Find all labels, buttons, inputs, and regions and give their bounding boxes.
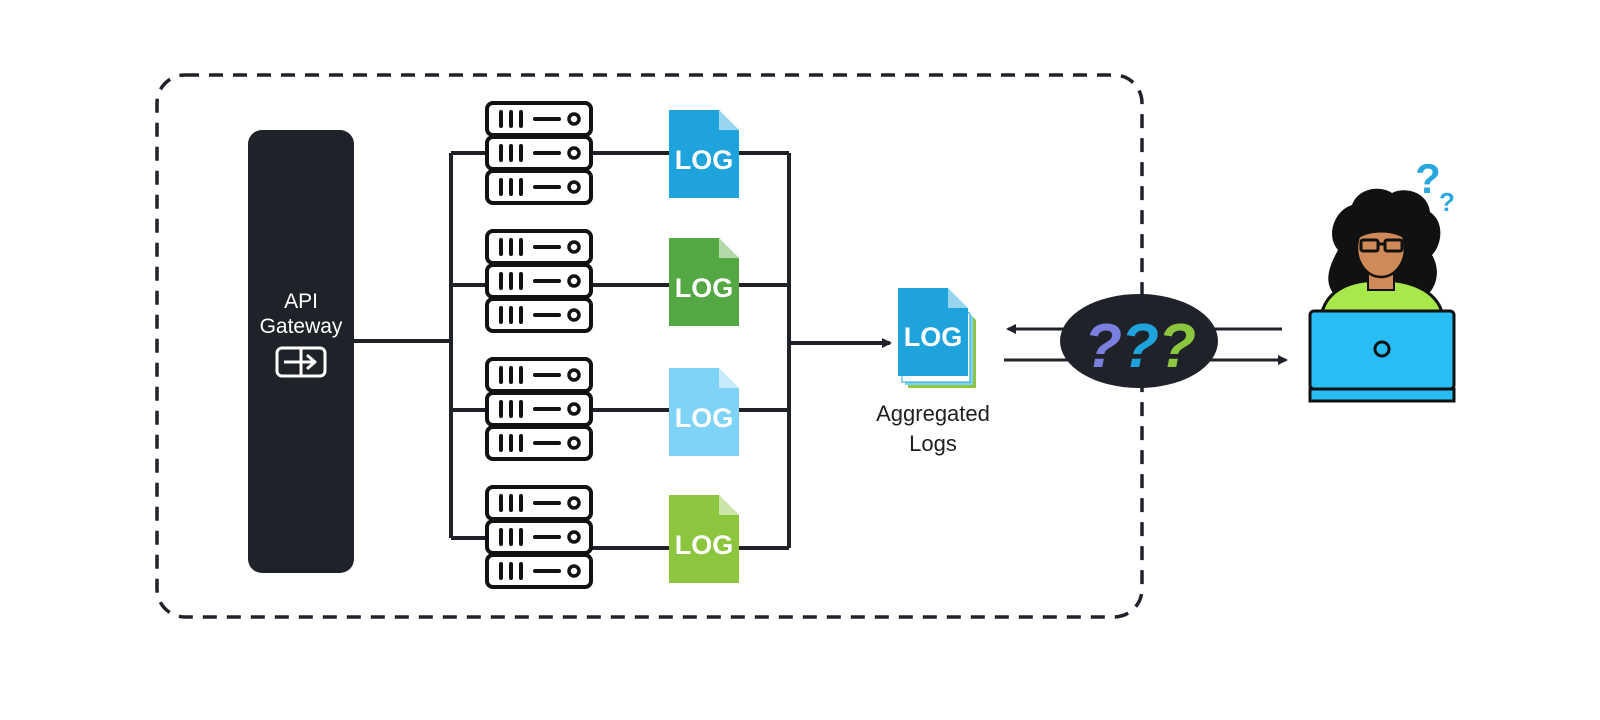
log-file-label: LOG bbox=[675, 273, 734, 303]
aggregated-log-icon: LOG bbox=[898, 288, 976, 388]
log-file-label: LOG bbox=[675, 403, 734, 433]
confused-user-laptop-icon: ? ? bbox=[1308, 155, 1456, 403]
laptop-screen bbox=[1308, 309, 1456, 391]
log-file-icon: LOG bbox=[669, 110, 739, 198]
log-file-label: LOG bbox=[675, 530, 734, 560]
log-file-icon: LOG bbox=[669, 238, 739, 326]
question-mark: ? bbox=[1121, 312, 1159, 381]
server-stack-icon bbox=[485, 229, 593, 333]
thought-question-mark: ? bbox=[1439, 187, 1455, 217]
aggregated-logs-caption-line2: Logs bbox=[909, 431, 957, 456]
aggregated-log-label: LOG bbox=[904, 322, 963, 352]
thought-question-mark: ? bbox=[1415, 155, 1441, 202]
aggregated-logs-caption-line1: Aggregated bbox=[876, 401, 990, 426]
question-mark: ? bbox=[1084, 312, 1122, 381]
api-gateway-label-line1: API bbox=[284, 290, 318, 313]
unknown-ellipse bbox=[1060, 294, 1218, 388]
server-stack-icon bbox=[485, 485, 593, 589]
api-gateway-label-line2: Gateway bbox=[260, 315, 343, 338]
question-mark: ? bbox=[1158, 312, 1196, 381]
system-boundary bbox=[155, 73, 1144, 619]
server-stack-icon bbox=[485, 357, 593, 461]
laptop-base bbox=[1308, 387, 1456, 403]
log-file-icon: LOG bbox=[669, 368, 739, 456]
gateway-icon bbox=[275, 346, 327, 378]
unknown-component: ? ? ? bbox=[1060, 294, 1218, 388]
log-file-label: LOG bbox=[675, 145, 734, 175]
server-stack-icon bbox=[485, 101, 593, 205]
log-file-icon: LOG bbox=[669, 495, 739, 583]
api-gateway: API Gateway bbox=[248, 130, 354, 573]
